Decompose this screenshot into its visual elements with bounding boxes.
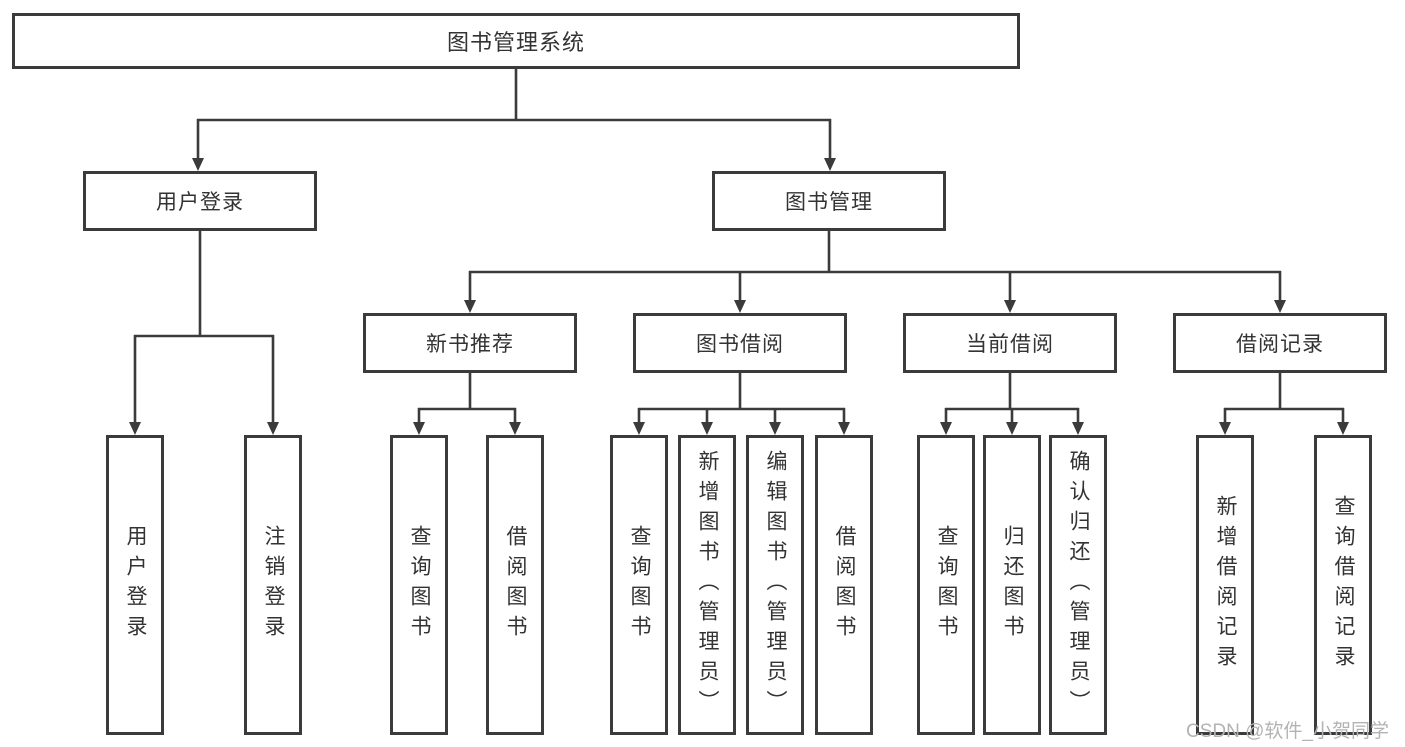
leaf-add-book-admin: 新增图书（管理员） xyxy=(678,435,736,735)
arrowhead-leaf-query-1 xyxy=(413,422,425,435)
arrowhead-leaf-query-3 xyxy=(940,422,952,435)
arrowhead-leaf-query-2 xyxy=(633,422,645,435)
arrowhead-current-borrow xyxy=(1004,300,1016,313)
arrowhead-leaf-edit-book xyxy=(769,422,781,435)
arrowhead-leaf-logout xyxy=(267,422,279,435)
leaf-logout: 注销登录 xyxy=(244,435,302,735)
node-book-borrow: 图书借阅 xyxy=(633,313,847,373)
arrowhead-user-login xyxy=(192,158,204,171)
leaf-user-login: 用户登录 xyxy=(106,435,164,735)
arrowhead-borrow-records xyxy=(1274,300,1286,313)
arrowhead-leaf-add-book xyxy=(701,422,713,435)
node-new-book-recommend: 新书推荐 xyxy=(363,313,577,373)
node-user-login: 用户登录 xyxy=(83,171,317,231)
leaf-borrow-books-2: 借阅图书 xyxy=(815,435,873,735)
leaf-return-book: 归还图书 xyxy=(983,435,1041,735)
arrowhead-leaf-query-record xyxy=(1337,422,1349,435)
csdn-watermark: CSDN @软件_小贺同学 xyxy=(1186,721,1389,742)
node-borrow-records: 借阅记录 xyxy=(1173,313,1387,373)
arrowhead-book-mgmt xyxy=(824,158,836,171)
arrowhead-leaf-confirm-return xyxy=(1072,422,1084,435)
leaf-query-books-2: 查询图书 xyxy=(610,435,668,735)
arrowhead-book-borrow xyxy=(734,300,746,313)
arrowhead-new-books xyxy=(464,300,476,313)
node-current-borrow: 当前借阅 xyxy=(903,313,1117,373)
leaf-borrow-books-1: 借阅图书 xyxy=(486,435,544,735)
leaf-edit-book-admin: 编辑图书（管理员） xyxy=(746,435,804,735)
leaf-query-borrow-record: 查询借阅记录 xyxy=(1314,435,1372,735)
node-library-system: 图书管理系统 xyxy=(12,13,1020,69)
leaf-add-borrow-record: 新增借阅记录 xyxy=(1196,435,1254,735)
arrowhead-leaf-borrow-2 xyxy=(838,422,850,435)
node-book-management: 图书管理 xyxy=(712,171,946,231)
arrowhead-leaf-return xyxy=(1006,422,1018,435)
arrowhead-leaf-login xyxy=(129,422,141,435)
leaf-confirm-return-admin: 确认归还（管理员） xyxy=(1049,435,1107,735)
arrowhead-leaf-borrow-1 xyxy=(509,422,521,435)
arrowhead-leaf-add-record xyxy=(1219,422,1231,435)
leaf-query-books-1: 查询图书 xyxy=(390,435,448,735)
leaf-query-books-3: 查询图书 xyxy=(917,435,975,735)
